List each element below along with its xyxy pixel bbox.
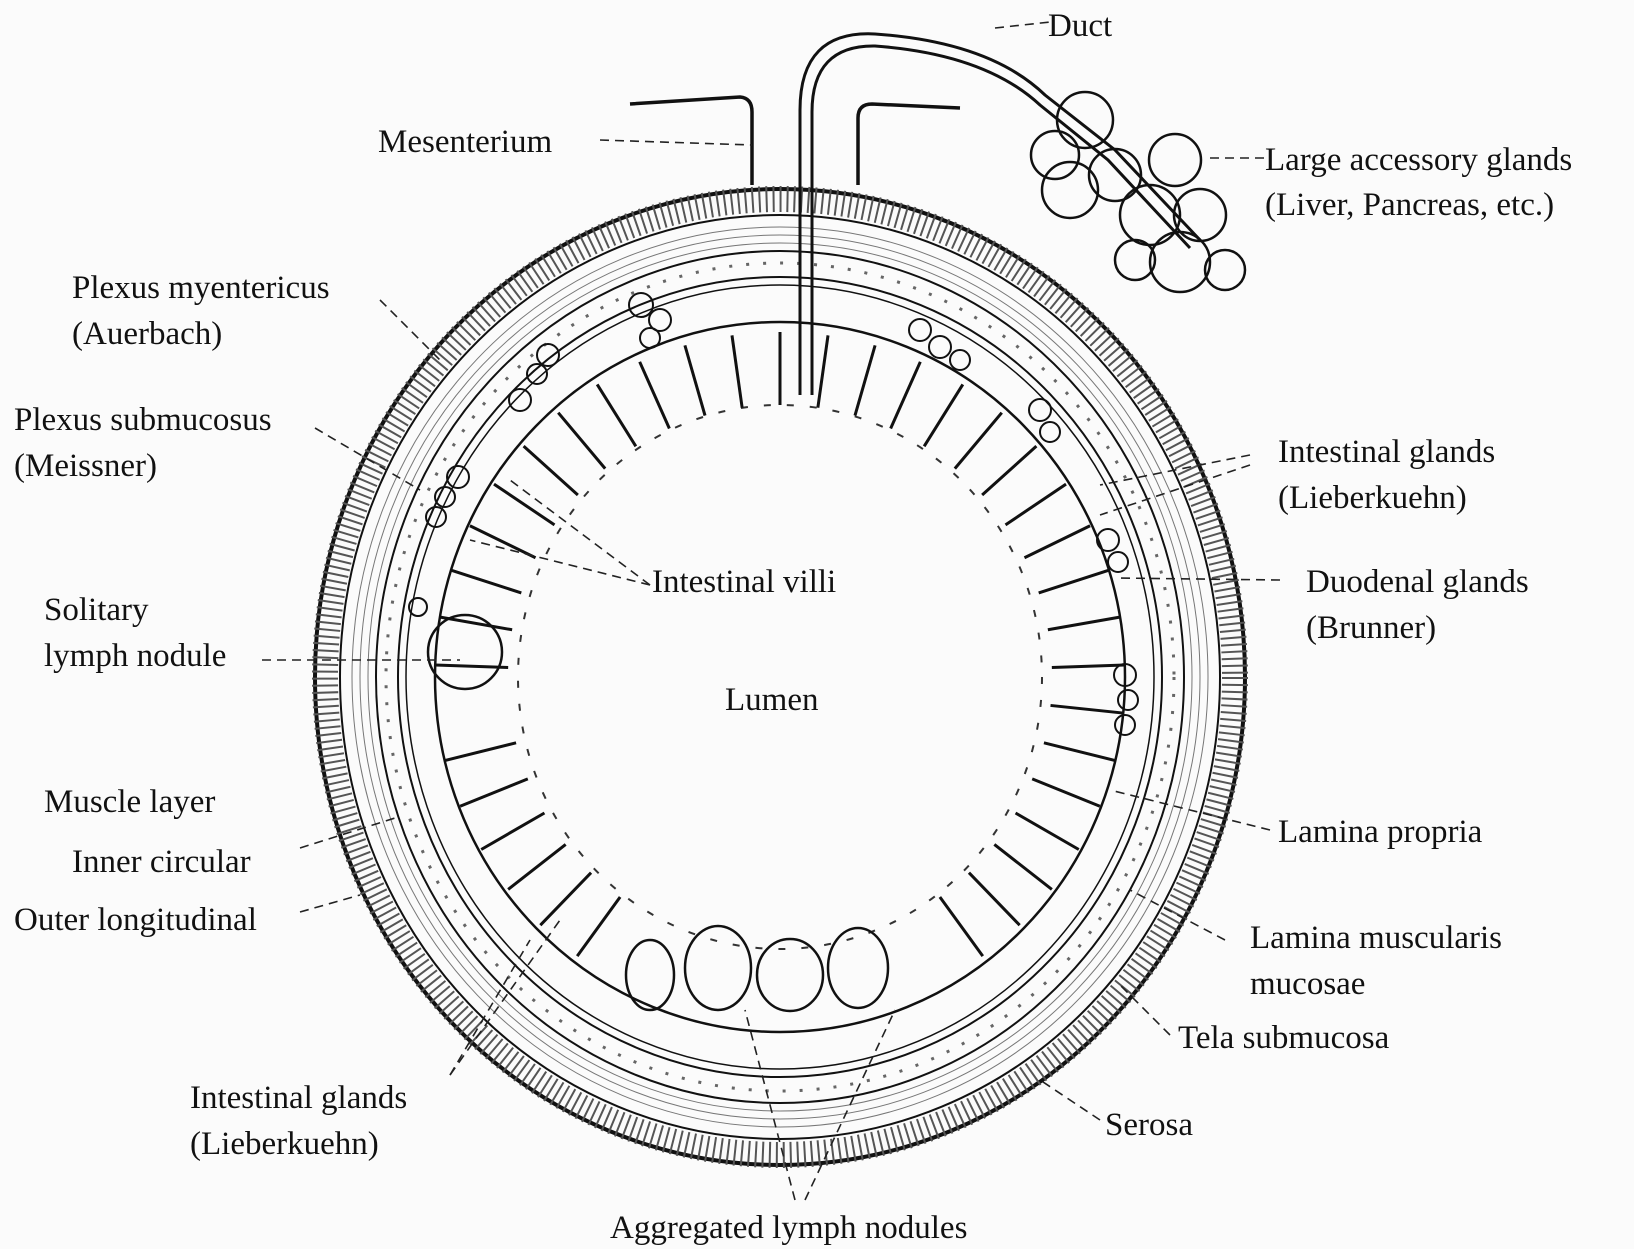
label-lamina-propria: Lamina propria xyxy=(1278,814,1483,850)
labels: Duct Mesenterium Large accessory glands … xyxy=(14,8,1572,1246)
label-plexus-submucosus: Plexus submucosus xyxy=(14,402,272,438)
label-lamina-muscularis: Lamina muscularis xyxy=(1250,920,1502,956)
label-mesenterium: Mesenterium xyxy=(378,124,552,160)
label-large-accessory-glands: Large accessory glands xyxy=(1265,142,1572,178)
duct xyxy=(800,34,1200,395)
label-outer-longitudinal: Outer longitudinal xyxy=(14,902,257,938)
label-serosa: Serosa xyxy=(1105,1107,1193,1143)
label-aggregated-lymph-nodules: Aggregated lymph nodules xyxy=(610,1210,967,1246)
label-intestinal-glands-right: Intestinal glands xyxy=(1278,434,1495,470)
label-solitary: Solitary xyxy=(44,592,149,628)
label-duodenal-glands-sub: (Brunner) xyxy=(1306,610,1436,646)
label-intestinal-glands-bottom: Intestinal glands xyxy=(190,1080,407,1116)
label-solitary-sub: lymph nodule xyxy=(44,638,226,674)
label-intestinal-glands-bottom-sub: (Lieberkuehn) xyxy=(190,1126,379,1162)
label-muscle-layer: Muscle layer xyxy=(44,784,215,820)
label-plexus-myentericus-sub: (Auerbach) xyxy=(72,316,222,352)
label-inner-circular: Inner circular xyxy=(72,844,251,880)
label-plexus-submucosus-sub: (Meissner) xyxy=(14,448,157,484)
label-lamina-muscularis-sub: mucosae xyxy=(1250,966,1365,1002)
label-duodenal-glands: Duodenal glands xyxy=(1306,564,1529,600)
solitary-lymph-nodule xyxy=(428,615,502,689)
label-intestinal-villi: Intestinal villi xyxy=(652,564,836,600)
mesenterium xyxy=(630,97,960,185)
duodenal-glands xyxy=(409,293,1138,735)
lamina-propria-layer xyxy=(435,322,1125,1032)
label-duct: Duct xyxy=(1048,8,1112,44)
intestinal-villi xyxy=(435,332,1125,956)
label-intestinal-glands-right-sub: (Lieberkuehn) xyxy=(1278,480,1467,516)
label-tela-submucosa: Tela submucosa xyxy=(1178,1020,1390,1056)
label-lumen: Lumen xyxy=(725,682,818,718)
label-plexus-myentericus: Plexus myentericus xyxy=(72,270,330,306)
label-large-accessory-glands-sub: (Liver, Pancreas, etc.) xyxy=(1265,187,1554,223)
